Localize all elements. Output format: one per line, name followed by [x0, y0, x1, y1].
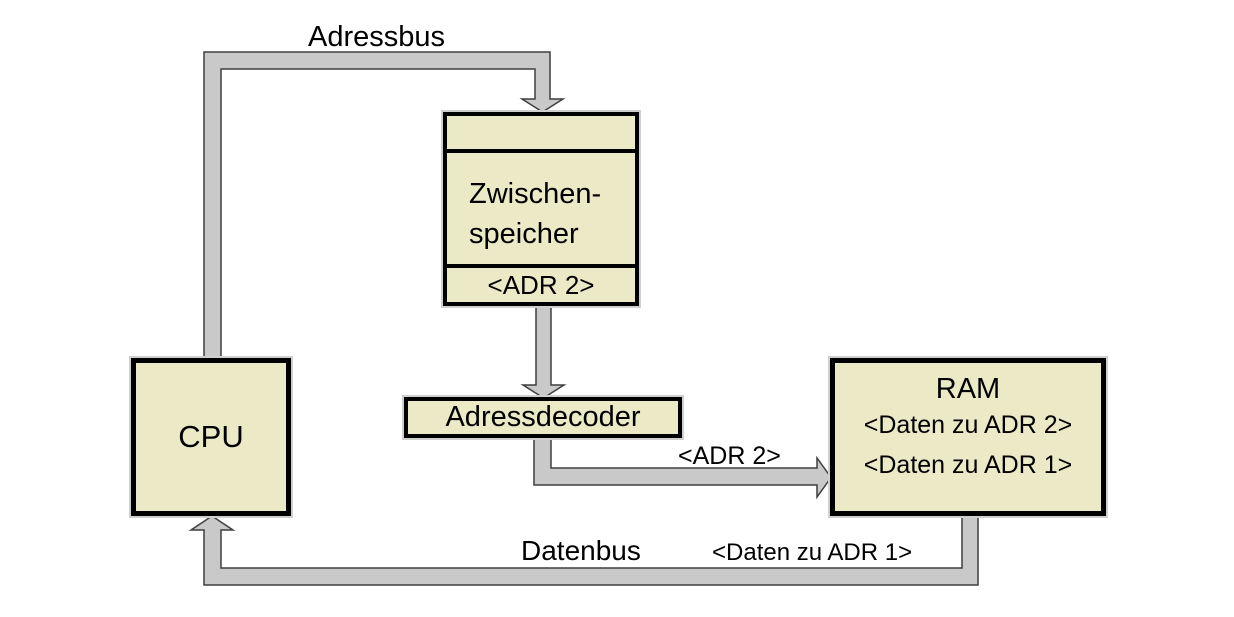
daten-zu-adr1-bus-label: <Daten zu ADR 1> — [712, 539, 913, 566]
zwischenspeicher-box: Zwischen- speicher <ADR 2> — [443, 112, 639, 306]
adressdecoder-label: Adressdecoder — [445, 401, 641, 433]
ram-box: RAM <Daten zu ADR 2> <Daten zu ADR 1> — [830, 358, 1106, 516]
adr2-bus-label: <ADR 2> — [678, 442, 781, 470]
cpu-label: CPU — [178, 419, 244, 454]
cpu-box: CPU — [131, 358, 291, 516]
ram-row-adr2: <Daten zu ADR 2> — [863, 411, 1073, 439]
zwischenspeicher-label: Zwischen- speicher — [447, 153, 635, 268]
zwischenspeicher-label-line2: speicher — [469, 218, 579, 250]
datenbus-label: Datenbus — [521, 535, 641, 566]
ram-row-adr1: <Daten zu ADR 1> — [863, 451, 1073, 479]
zwischenspeicher-adr2-slot: <ADR 2> — [487, 269, 595, 300]
zwischenspeicher-empty-slot — [447, 116, 635, 153]
ram-label: RAM — [935, 373, 1001, 405]
zwischenspeicher-label-line1: Zwischen- — [469, 178, 602, 210]
buffer-to-decoder-arrow — [520, 305, 567, 399]
decoder-to-ram-arrow — [533, 437, 832, 500]
adressbus-label: Adressbus — [308, 21, 446, 53]
adressdecoder-box: Adressdecoder — [404, 397, 682, 438]
datenbus-arrow — [188, 515, 979, 586]
